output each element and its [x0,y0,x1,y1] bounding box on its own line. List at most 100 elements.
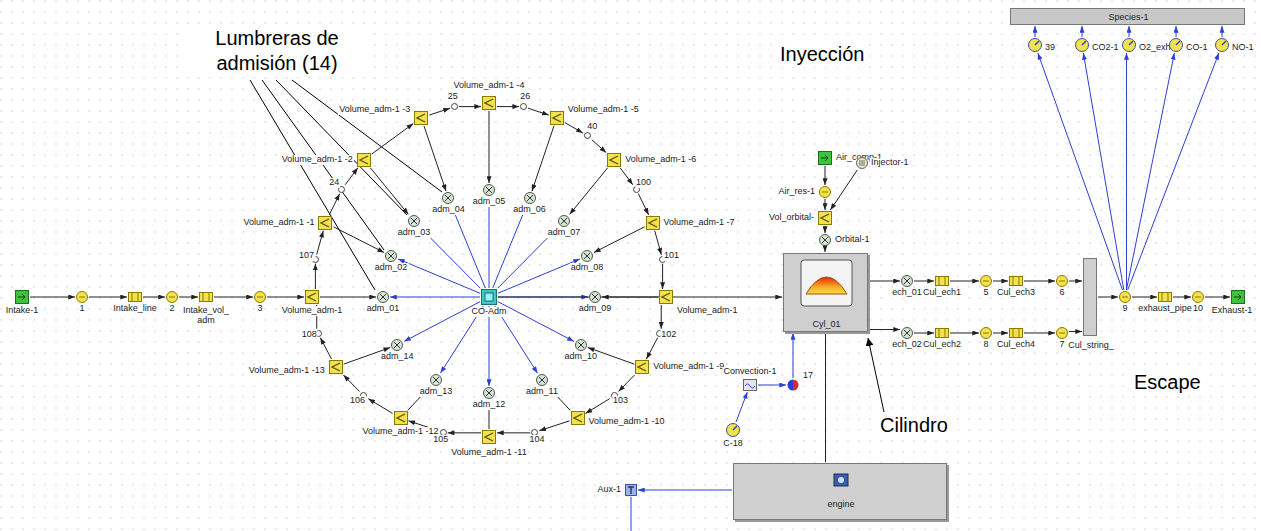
connector [950,333,979,334]
component-label: Cyl_01 [811,320,841,330]
component-label: 10 [1192,304,1204,314]
bar-node: Species-1 [1010,8,1245,25]
component-label: Aux-1 [596,485,622,495]
orif-node: 40 [584,132,591,139]
junc-node: 10 [1192,291,1204,303]
component-label: Volume_adm-1 -1 [242,218,315,228]
engine-node: engine [733,463,947,520]
connector [489,197,490,288]
component-label: 106 [349,396,366,406]
connector [390,297,480,298]
annotation-label: Lumbreras de admisión (14) [185,26,369,76]
component-label: 3 [256,304,263,314]
orif-node: 102 [656,330,663,337]
orif-icon [584,132,591,139]
connector [424,126,446,191]
connector [869,329,900,330]
valve-icon [575,339,587,351]
junc-node: 6 [1056,275,1068,287]
junc-node: 5 [980,275,992,287]
connector [317,231,324,255]
connector [1069,281,1082,282]
connector [825,247,826,252]
string-node: Cul_string_ [1083,258,1097,336]
vol-node: Volume_adm-1 -7 [646,216,660,230]
env-node: Air_comp-1 [818,151,832,165]
vol-node: Volume_adm-1 -5 [550,111,564,125]
connector [1129,26,1130,37]
valve-icon [558,215,570,227]
connector [620,168,633,185]
junc-icon [980,327,992,339]
orif-icon [451,103,458,110]
string-icon [1084,259,1098,337]
connector [594,227,645,253]
orif-node: 106 [360,392,367,399]
sensor-node: O2_exh [1122,38,1136,52]
orif-node: 103 [611,392,618,399]
connector [539,421,569,431]
sensor-node: 39 [1028,38,1042,52]
cyl-node: Cyl_01 [783,253,868,332]
valve-node: Orbital-1 [819,234,831,246]
vol-node: Volume_adm-1 -13 [329,360,343,374]
connector [345,168,358,185]
connector [1126,53,1174,290]
junc-icon [980,275,992,287]
inj-icon [856,157,868,169]
connector [214,297,253,298]
component-label: exhaust_pipe [1137,304,1193,314]
component-label: Volume_adm-1 -9 [652,362,725,372]
junc-node: 3 [254,291,266,303]
connector [825,226,826,233]
component-label: Volume_adm-1 -2 [281,155,354,165]
component-label: adm_02 [374,263,409,273]
pipe-node: Cul_ech4 [1009,328,1023,338]
component-label: adm_10 [564,352,599,362]
component-label: Vol_orbital- [768,213,815,223]
connector [179,297,198,298]
component-label: adm_09 [578,304,613,314]
valve-icon [391,339,403,351]
connector [661,305,662,329]
valve-icon [483,387,495,399]
connector [1098,297,1118,298]
component-label: Cul_ech4 [996,340,1036,350]
vol-node: Volume_adm-1 -4 [482,96,496,110]
junc-icon [1192,291,1204,303]
connector [143,297,165,298]
connector [565,122,583,133]
junc-icon [1056,327,1068,339]
component-label: 8 [982,340,989,350]
component-label: Convection-1 [722,367,777,377]
component-label: Volume_adm-1 -4 [452,81,525,91]
vol-icon [818,211,832,225]
env-node: Intake-1 [15,290,29,304]
vol-node: Volume_adm-1 -12 [394,411,408,425]
connector [498,259,580,293]
orif-node: 107 [312,256,319,263]
valve-icon [536,374,548,386]
connector [1173,297,1191,298]
annotation-label: Cilindro [878,413,950,438]
pipe-node: Cul_ech3 [1009,276,1023,286]
connector [498,297,782,298]
pipe-icon [1009,276,1023,286]
vol-node: Volume_adm-1 -2 [357,153,371,167]
sensor-icon [1028,38,1042,52]
connector [586,399,610,414]
valve-node: adm_13 [430,374,442,386]
connector [497,432,530,433]
connector [1038,53,1123,290]
component-label: Volume_adm-1 -11 [450,448,527,458]
component-label: Volume_adm-1 [281,306,344,316]
orif-node: 101 [659,256,666,263]
component-label: 1 [78,304,85,314]
component-label: 107 [298,251,315,261]
connector [825,199,826,210]
connector [1176,26,1177,37]
connector [638,194,648,215]
connector [30,297,75,298]
vol-icon [571,411,585,425]
